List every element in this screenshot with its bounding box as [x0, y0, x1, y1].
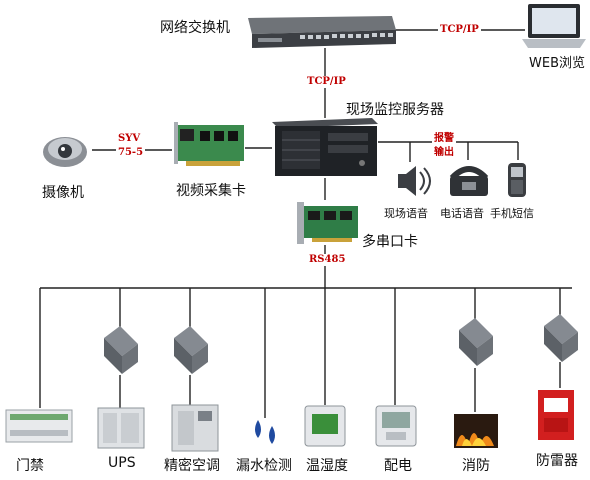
converter-icon	[104, 326, 138, 374]
web-label: WEB浏览	[529, 56, 585, 71]
device-label: 精密空调	[164, 458, 220, 474]
serial-card-label: 多串口卡	[362, 234, 418, 250]
capture-card-icon	[174, 122, 244, 166]
alarm-sound-label: 现场语音	[384, 207, 428, 220]
converter-icon	[459, 318, 493, 366]
speaker-icon	[398, 166, 431, 196]
converter-icon	[174, 326, 208, 374]
access-control-icon	[5, 409, 73, 443]
device-label: 消防	[462, 458, 490, 474]
power-distribution-icon	[375, 405, 417, 447]
mobile-phone-icon	[508, 163, 526, 197]
device-label: 温湿度	[306, 458, 348, 474]
device-label: 漏水检测	[236, 458, 292, 474]
fire-icon	[454, 414, 498, 448]
camera-label: 摄像机	[42, 185, 84, 201]
device-label: 配电	[384, 458, 412, 474]
bus-protocol: RS485	[307, 254, 348, 266]
coax-label-line1: SYV	[116, 133, 143, 145]
device-label: UPS	[108, 455, 136, 471]
capture-card-label: 视频采集卡	[176, 183, 246, 199]
alarm-output-line1: 报警	[432, 133, 456, 145]
connection-lines	[39, 29, 572, 418]
switch-server-protocol: TCP/IP	[305, 76, 348, 88]
device-label: 防雷器	[536, 453, 578, 469]
network-switch-icon	[248, 16, 396, 48]
water-drop-icon	[255, 420, 275, 444]
device-label: 门禁	[16, 458, 44, 474]
alarm-phone-label: 电话语音	[440, 207, 484, 220]
server-icon	[272, 118, 378, 176]
alarm-sms-label: 手机短信	[490, 207, 534, 220]
surge-protector-icon	[538, 390, 574, 440]
converter-icon	[544, 314, 578, 362]
switch-web-protocol: TCP/IP	[438, 24, 481, 36]
ups-icon	[97, 407, 145, 449]
server-label: 现场监控服务器	[346, 102, 444, 118]
alarm-output-line2: 输出	[432, 147, 456, 159]
switch-label: 网络交换机	[160, 20, 230, 36]
coax-label-line2: 75-5	[116, 147, 146, 159]
temp-humidity-icon	[304, 405, 346, 447]
camera-icon	[43, 137, 87, 167]
telephone-icon	[449, 166, 489, 196]
serial-card-icon	[297, 202, 358, 244]
laptop-icon	[522, 4, 586, 48]
precision-ac-icon	[171, 404, 219, 452]
